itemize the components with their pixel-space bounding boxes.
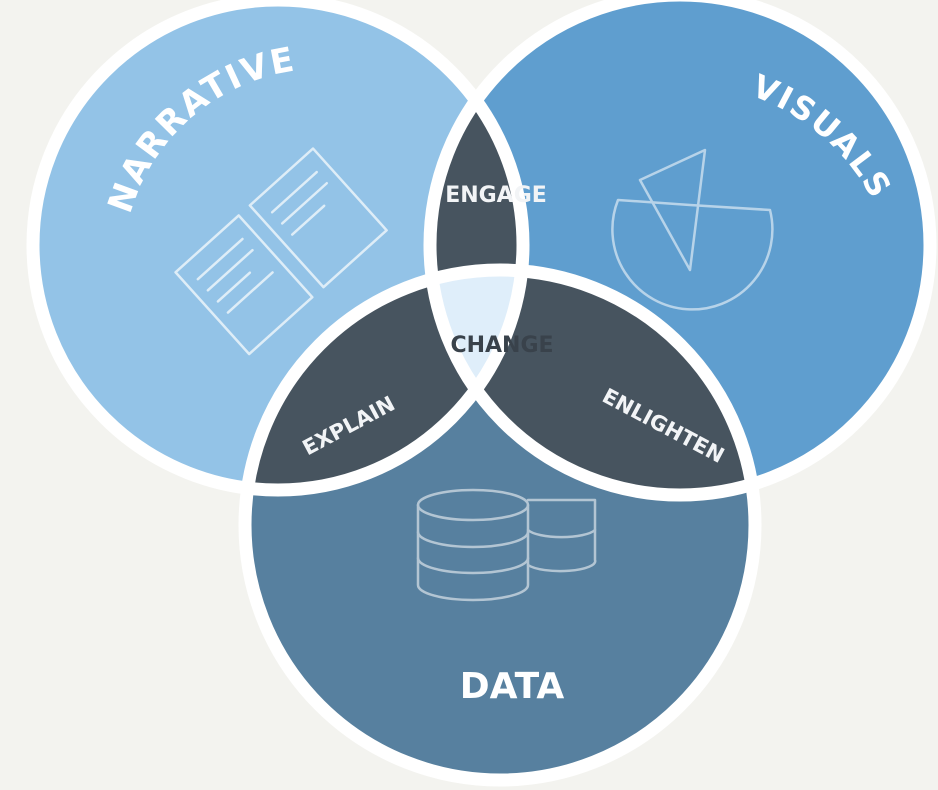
enlighten-region (430, 270, 755, 495)
pie-chart-icon (611, 148, 774, 311)
change-label: CHANGE (450, 333, 553, 358)
database-icon (416, 488, 597, 602)
data-label: DATA (460, 666, 565, 707)
explain-region (245, 270, 523, 490)
circle-outlines (26, 0, 937, 787)
engage-label: ENGAGE (445, 183, 547, 208)
document-icon (174, 147, 388, 356)
